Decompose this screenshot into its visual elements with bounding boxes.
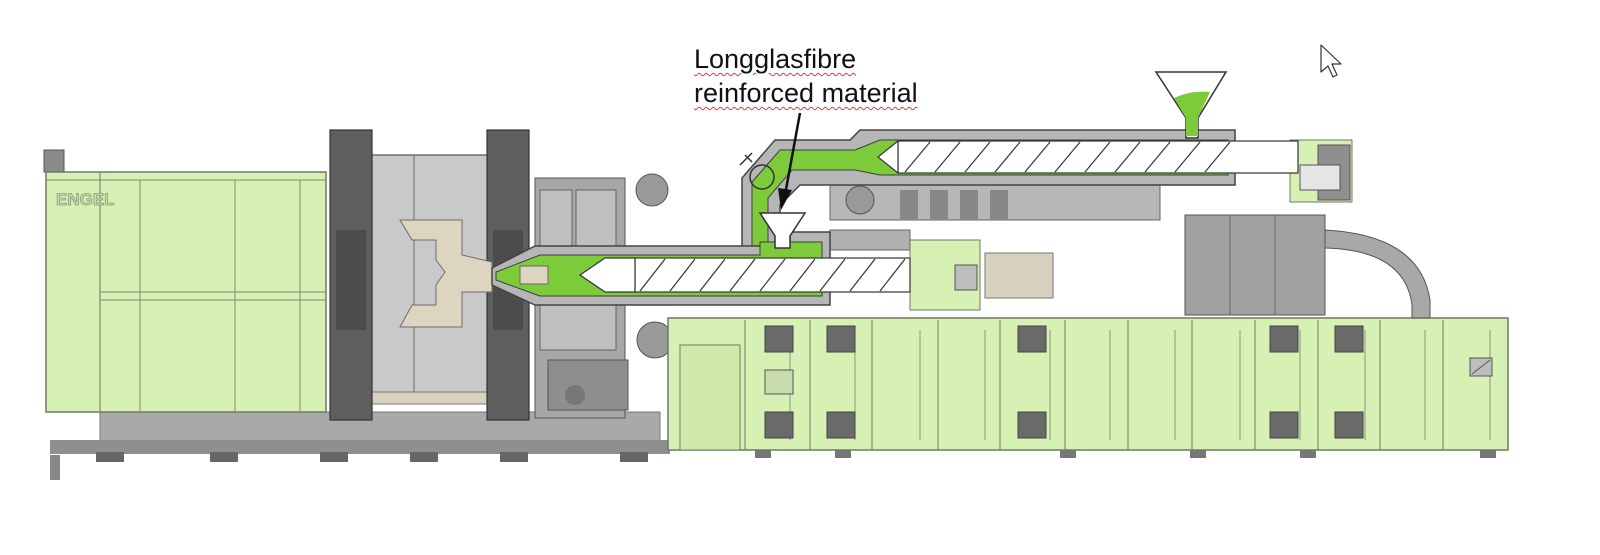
annotation-label-line-2: reinforced material [694,78,918,108]
annotation-label-line-1: Longglasfibre [694,44,857,74]
clamp-guard-housing: ENGEL [43,149,327,413]
mouse-pointer-icon [1320,44,1342,78]
upper-barrel [739,129,1299,256]
lower-barrel [491,231,911,306]
mold-and-platens [329,129,530,421]
engel-brand-logo: ENGEL [56,190,115,209]
upper-hopper-icon [1154,71,1228,139]
lower-hopper-icon [758,212,807,249]
green-cabinets [667,317,1509,458]
annotation-arrow [778,112,802,210]
machine-base [50,411,670,480]
